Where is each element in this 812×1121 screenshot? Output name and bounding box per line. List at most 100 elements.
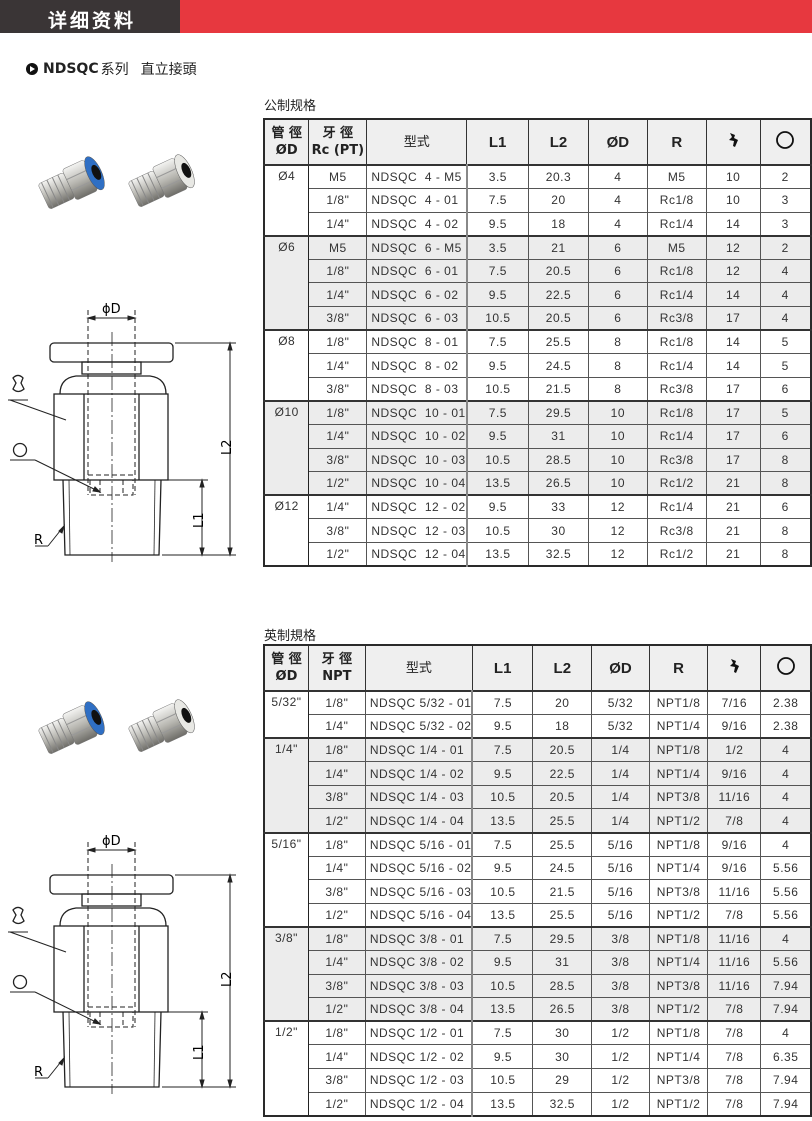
l2-value: 20.5	[528, 258, 589, 284]
l2-label: L2	[220, 439, 235, 455]
thread-size: 3/8"	[308, 447, 368, 473]
l2-value: 30	[532, 1020, 593, 1046]
l2-value: 30	[528, 518, 589, 543]
hex-size: 2	[759, 234, 812, 260]
model-number: NDSQC 3/8 - 02	[364, 950, 474, 975]
series-name: 直立接頭	[140, 62, 197, 78]
l1-value: 9.5	[466, 211, 530, 237]
l2-value: 25.5	[532, 808, 593, 834]
thread-size: 3/8"	[307, 1068, 366, 1093]
r-thread: NPT1/8	[648, 737, 709, 763]
l1-value: 9.5	[471, 714, 534, 739]
thread-size: 1/4"	[308, 353, 368, 378]
model-number: NDSQC 1/2 - 04	[364, 1091, 474, 1117]
od-value: 12	[587, 494, 648, 520]
wrench-icon	[730, 659, 740, 673]
l2-value: 28.5	[528, 447, 589, 473]
thread-size: 1/4"	[307, 1044, 366, 1069]
r-thread: M5	[646, 164, 707, 190]
model-number: NDSQC 1/4 - 02	[364, 761, 474, 786]
model-number: NDSQC 6 - M5	[366, 234, 468, 260]
od-value: 4	[587, 164, 648, 190]
col-od: ØD	[591, 644, 650, 692]
r-thread: NPT1/8	[648, 1020, 709, 1046]
hex-size: 3	[759, 188, 812, 213]
tube-diameter: 1/4"	[263, 737, 309, 834]
od-value: 3/8	[591, 973, 650, 999]
od-value: 3/8	[591, 997, 650, 1022]
wrench-size: 11/16	[707, 879, 762, 904]
hex-size: 4	[760, 925, 812, 952]
l1-value: 7.5	[471, 1020, 534, 1046]
header-text: 牙 徑	[321, 652, 353, 667]
model-number: NDSQC 6 - 02	[366, 282, 468, 308]
r-thread: NPT1/4	[648, 714, 709, 739]
fitting	[128, 699, 195, 752]
od-value: 8	[587, 376, 648, 402]
thread-size: 1/8"	[307, 1020, 366, 1046]
wrench-size: 14	[705, 282, 761, 308]
tube-diameter: Ø10	[263, 399, 310, 496]
l2-value: 20	[532, 690, 593, 716]
dimension-drawing: ϕD L2 L1 R	[8, 302, 236, 562]
l2-value: 28.5	[532, 973, 593, 999]
wrench-size: 17	[705, 376, 761, 402]
l1-value: 7.5	[471, 831, 534, 857]
wrench-size: 10	[705, 188, 761, 213]
thread-size: 1/8"	[308, 399, 368, 426]
l1-value: 9.5	[471, 761, 534, 786]
col-wrench	[707, 644, 762, 692]
hex-size: 8	[759, 447, 812, 473]
thread-size: 1/2"	[307, 902, 366, 928]
col-hex	[759, 118, 812, 166]
wrench-size: 1/2	[707, 737, 762, 763]
l2-value: 25.5	[528, 329, 589, 355]
hex-size: 8	[759, 518, 812, 543]
wrench-size: 14	[705, 211, 761, 237]
collet-cap	[49, 874, 174, 895]
l2-value: 20.3	[528, 164, 589, 190]
l1-value: 9.5	[466, 424, 530, 449]
l1-value: 10.5	[466, 306, 530, 331]
thread-size: 1/2"	[307, 1091, 366, 1117]
col-hex	[760, 644, 812, 692]
r-thread: NPT1/4	[648, 855, 709, 881]
model-number: NDSQC 10 - 03	[366, 447, 468, 473]
od-value: 1/2	[591, 1091, 650, 1117]
l1-value: 10.5	[471, 973, 534, 999]
l1-value: 10.5	[471, 1068, 534, 1093]
metric-spec-label: 公制规格	[264, 99, 317, 114]
l2-label: L2	[220, 971, 235, 987]
r-thread: Rc3/8	[646, 306, 707, 331]
l2-value: 26.5	[532, 997, 593, 1022]
series-code: NDSQC	[43, 61, 99, 77]
r-thread: Rc1/4	[646, 424, 707, 449]
wrench-size: 21	[705, 542, 761, 567]
hex-size: 5.56	[760, 950, 812, 975]
hex-size: 7.94	[760, 1091, 812, 1117]
r-thread: M5	[646, 234, 707, 260]
thread-size: 1/8"	[307, 737, 366, 763]
od-value: 10	[587, 424, 648, 449]
tube-diameter: Ø12	[263, 494, 310, 567]
wrench-size: 7/8	[707, 997, 762, 1022]
model-number: NDSQC 5/16 - 04	[364, 902, 474, 928]
l2-value: 30	[532, 1044, 593, 1069]
col-model: 型式	[364, 644, 473, 692]
thread-size: 1/4"	[307, 761, 366, 786]
model-number: NDSQC 3/8 - 01	[364, 925, 474, 952]
r-thread: Rc1/8	[646, 399, 707, 426]
hex-body	[53, 925, 169, 1013]
